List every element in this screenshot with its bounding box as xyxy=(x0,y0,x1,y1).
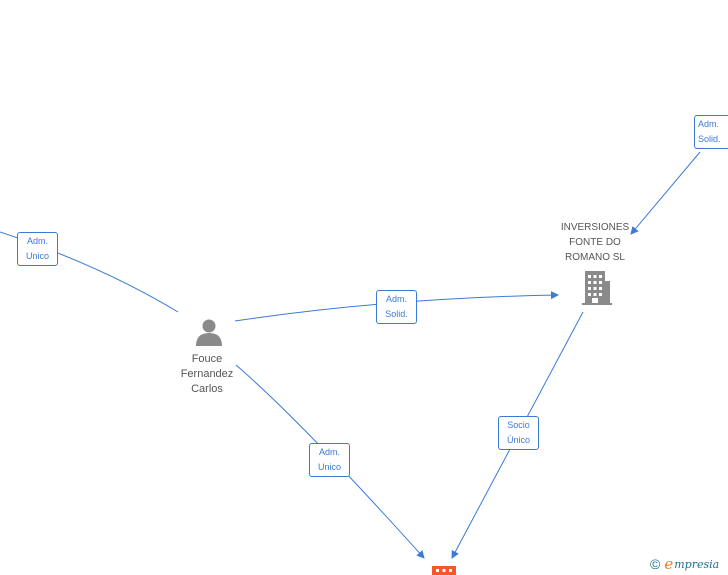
target-building-icon[interactable] xyxy=(432,566,456,575)
edge-label-line: Adm. xyxy=(318,447,340,457)
edge-label-line: Solid. xyxy=(385,309,408,319)
edge-label-line: Socio xyxy=(507,420,530,430)
person-name-line-3: Carlos xyxy=(191,383,223,395)
edge-label-line: Adm. xyxy=(698,119,720,129)
copyright-symbol: © xyxy=(650,556,661,572)
company-name-line-2: FONTE DO xyxy=(569,237,621,248)
edge-label-person-to-target[interactable]: Adm. Unico xyxy=(309,443,350,477)
edge-label-line: Adm. xyxy=(26,236,48,246)
company-name-line-1: INVERSIONES xyxy=(560,222,630,233)
company-name-label[interactable]: INVERSIONES FONTE DO ROMANO SL xyxy=(545,220,645,265)
person-name-label[interactable]: Fouce Fernandez Carlos xyxy=(167,352,247,397)
person-name-line-1: Fouce xyxy=(191,353,223,365)
edge-label-line: Adm. xyxy=(385,294,407,304)
edge-label-topright-to-company[interactable]: Adm. Solid. xyxy=(694,115,728,149)
brand-name: mpresia xyxy=(674,557,720,571)
edge-topright-to-company xyxy=(630,151,701,235)
edge-label-left-to-person[interactable]: Adm. Unico xyxy=(17,232,58,266)
edge-label-person-to-company[interactable]: Adm. Solid. xyxy=(376,290,417,324)
edge-label-line: Unico xyxy=(317,462,341,472)
company-name-line-3: ROMANO SL xyxy=(564,252,625,263)
empresia-watermark: © e mpresia xyxy=(650,555,719,573)
person-name-line-2: Fernandez xyxy=(180,368,234,380)
building-icon[interactable] xyxy=(582,271,612,305)
edge-label-company-to-target[interactable]: Socio Único xyxy=(498,416,539,450)
person-icon[interactable] xyxy=(194,318,224,346)
edge-person-to-target xyxy=(235,364,425,559)
edge-label-line: Solid. xyxy=(698,134,721,144)
edge-label-line: Único xyxy=(506,435,530,445)
brand-initial: e xyxy=(664,555,674,573)
edge-label-line: Unico xyxy=(25,251,49,261)
